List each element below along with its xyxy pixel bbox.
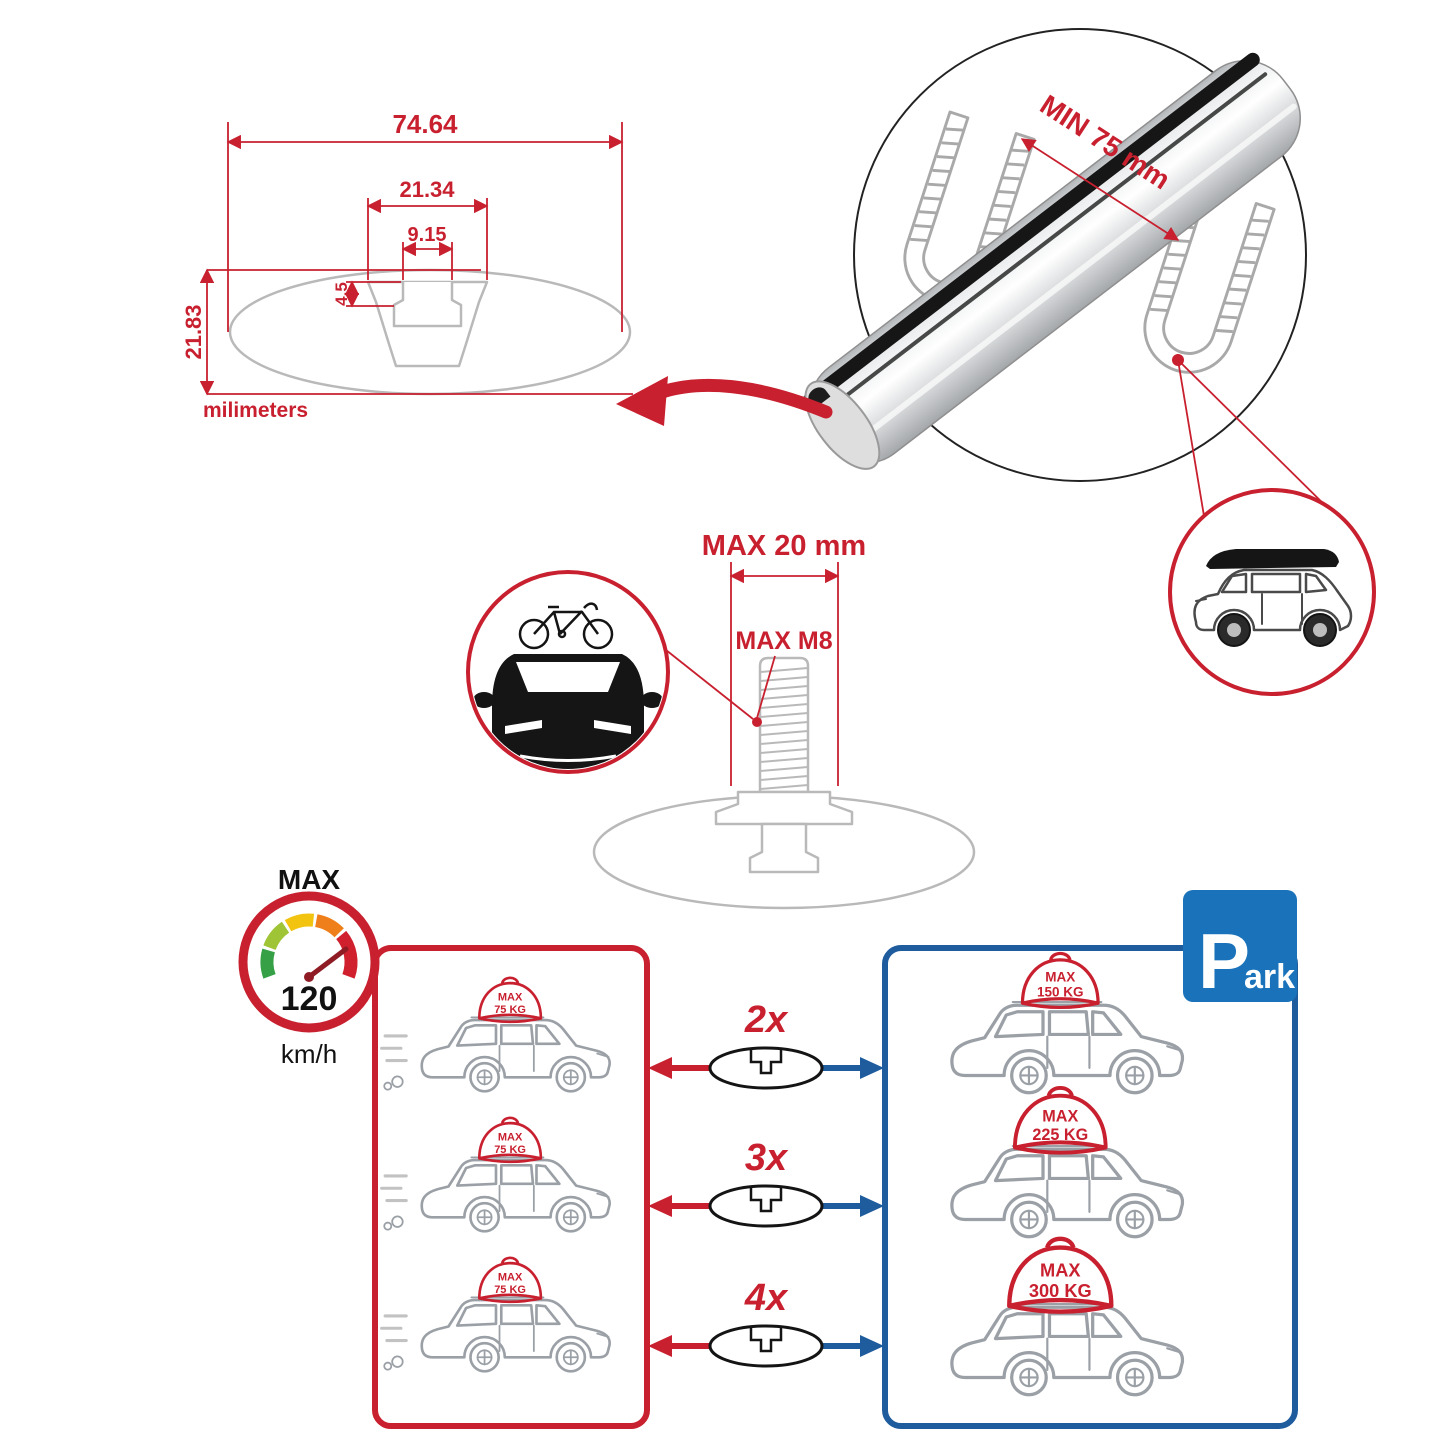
bolt-diagram: MAX 20 mm MAX M8 [592,530,976,910]
gauge-arc-icon [260,913,358,979]
bar-detail-circle: MIN 75 mm [616,28,1343,523]
nut-stem [748,822,820,874]
parked-car-2: MAX 225 KG [950,1085,1185,1239]
crossbar-count-icon [708,1324,824,1368]
bag-max-label: MAX [1045,970,1075,985]
park-sign-suffix: ark [1244,958,1295,996]
suv-icon [420,1016,611,1093]
red-arrow-head [648,1057,672,1079]
suv-roofbox-circle [1168,488,1376,696]
min-distance-arrow [1020,138,1180,241]
dim-width-total-label: 74.64 [392,109,458,139]
bag-max-label: MAX [1040,1261,1081,1281]
multiplier-column: 2x 3x 4x [648,999,884,1368]
suv-icon [950,1144,1185,1239]
parked-car-1: MAX 150 KG [950,951,1185,1095]
gauge-pivot [304,972,314,982]
callout-lines [1177,359,1343,523]
units-label: milimeters [203,399,308,422]
dim-width-top-label: 21.34 [399,177,455,202]
multiplier-label: 4x [744,1277,789,1319]
multiplier-row-3: 4x [648,1277,884,1368]
blue-arrow-head [860,1335,884,1357]
bag-weight-label: 75 KG [494,1144,526,1156]
bicycle-icon [518,602,614,650]
max-thread-label: MAX M8 [735,627,832,655]
parked-car-3: MAX 300 KG [950,1239,1185,1397]
multiplier-label: 3x [745,1137,789,1179]
park-sign: P ark [1183,890,1297,1005]
blue-arrow-head [860,1057,884,1079]
right-mirror [641,692,663,708]
bag-max-label: MAX [498,1132,523,1144]
parking-panel: MAX 150 KG MAX 225 KG MAX 300 KG [882,945,1298,1429]
speed-limit-gauge: MAX 120 km/h [238,864,380,1069]
max-length-label: MAX 20 mm [702,530,866,562]
suv-with-roofbox-icon [1193,549,1353,647]
left-mirror [473,692,495,708]
crossbar-count-icon [708,1046,824,1090]
suv-icon [950,1302,1185,1397]
multiplier-row-2: 3x [648,1137,884,1228]
bolt-dim-ext-lines [730,562,839,786]
park-sign-letter: P [1198,917,1250,1005]
bag-weight-label: 300 KG [1029,1281,1092,1301]
red-arrow-head [648,1335,672,1357]
profile-slot [392,282,463,328]
speed-unit: km/h [281,1039,337,1069]
suv-icon [950,1000,1185,1095]
crossbar-profile-mark [749,1187,783,1213]
bag-weight-label: 75 KG [494,1284,526,1296]
motion-lines-icon [380,1034,408,1092]
suv-icon [420,1156,611,1233]
bolt-callout-dot [752,717,762,727]
speed-value: 120 [281,980,338,1018]
pointer-arrow-curve [655,378,833,419]
red-arrow-head [648,1195,672,1217]
dim-ext-slot-width [402,242,453,280]
thread-leader-line [756,655,776,719]
t-slot-nut [714,790,854,826]
speed-title: MAX [278,864,341,895]
car-front-circle [466,570,754,774]
bag-weight-label: 150 KG [1037,985,1084,1000]
driving-car-1: MAX 75 KG [380,976,611,1093]
circle-to-bolt-line [665,649,754,720]
dim-ext-height-total [207,269,633,395]
dim-height-total-label: 21.83 [181,304,206,359]
driving-panel: MAX 75 KG MAX 75 KG MAX 75 KG [372,945,650,1429]
crossbar-profile-mark [749,1327,783,1353]
pointer-arrow-head [616,376,668,426]
motion-lines-icon [380,1314,408,1372]
gauge-needle-icon [306,946,349,980]
crossbar-count-icon [708,1184,824,1228]
crossbar-profile-mark [749,1049,783,1075]
multiplier-row-1: 2x [648,999,884,1090]
right-headlight [594,720,631,734]
cross-section-diagram: 74.64 21.34 9.15 4.5 21.83 milimeters [181,109,633,422]
dim-slot-width-label: 9.15 [408,224,447,246]
bumper-line [519,754,617,762]
dim-ext-width-total [227,122,623,332]
dim-step-height-label: 4.5 [332,282,351,306]
blue-arrow-head [860,1195,884,1217]
driving-panel-border [372,945,650,1429]
bag-max-label: MAX [1042,1108,1078,1126]
parking-panel-border [882,945,1298,1429]
windshield [516,662,620,692]
bolt-threads [759,667,809,790]
suv-icon [420,1296,611,1373]
bag-weight-label: 225 KG [1032,1126,1088,1144]
car-front-with-bike-icon [473,602,663,769]
bag-weight-label: 75 KG [494,1004,526,1016]
bag-max-label: MAX [498,1272,523,1284]
left-headlight [505,720,542,734]
driving-car-2: MAX 75 KG [380,1116,611,1233]
multiplier-label: 2x [744,999,789,1041]
park-sign-board [1183,890,1297,1002]
bag-max-label: MAX [498,992,523,1004]
motion-lines-icon [380,1174,408,1232]
driving-car-3: MAX 75 KG [380,1256,611,1373]
